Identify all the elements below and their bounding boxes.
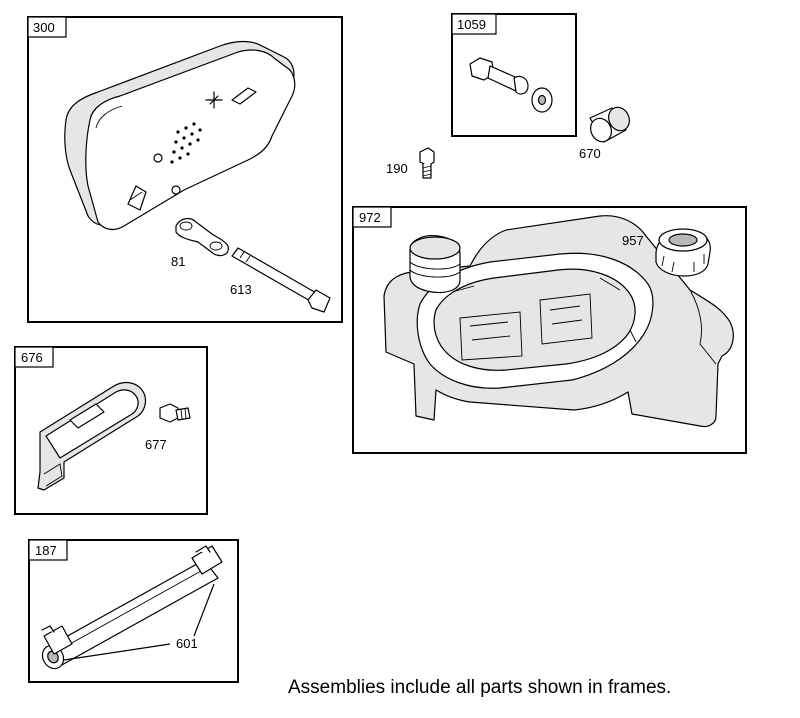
frame-tag-box [352, 206, 392, 228]
callout-190: 190 [386, 161, 408, 176]
frame-spacer-kit: 1059 [451, 13, 577, 137]
frame-tag-box [28, 539, 68, 561]
frame-tag-muffler: 300 [33, 20, 55, 35]
muffler-body [64, 40, 296, 231]
frame-tag-fuel-tank: 972 [359, 210, 381, 225]
hose-clamp-bottom [41, 625, 73, 655]
hose-clamp-top [191, 545, 223, 575]
leader-line [193, 583, 215, 637]
frame-tag-fuel-line: 187 [35, 543, 57, 558]
frame-fuel-line: 187 601 [28, 539, 239, 683]
guard-bracket [37, 381, 147, 491]
fuel-tank-body [383, 215, 734, 428]
callout-957: 957 [622, 233, 644, 248]
frame-fuel-tank: 972 957 [352, 206, 747, 454]
part-677-screw [159, 403, 191, 423]
part-613-stud [231, 247, 331, 313]
part-190-screw [419, 147, 435, 179]
frame-tag-box [14, 346, 54, 368]
fuel-tank-filler-neck [409, 235, 461, 294]
frame-tag-guard: 676 [21, 350, 43, 365]
frame-guard: 676 677 [14, 346, 208, 515]
spacer-washer [531, 87, 553, 113]
muffler-mark-plus [205, 91, 223, 109]
frame-muffler: 300 81 [27, 16, 343, 323]
callout-677: 677 [145, 437, 167, 452]
callout-670: 670 [579, 146, 601, 161]
callout-81: 81 [171, 254, 185, 269]
part-670-bushing [589, 106, 630, 143]
part-81-gasket [175, 217, 229, 257]
fuel-line-hose [41, 559, 219, 670]
callout-601: 601 [176, 636, 198, 651]
frame-tag-box [27, 16, 67, 38]
frame-tag-box [451, 13, 497, 35]
assembly-footnote: Assemblies include all parts shown in fr… [288, 677, 672, 698]
part-957-fuel-cap [655, 228, 711, 277]
spacer-bolt [469, 57, 529, 95]
callout-613: 613 [230, 282, 252, 297]
muffler-mark-arrow [231, 87, 257, 105]
muffler-vent-holes [170, 122, 202, 164]
frame-tag-spacer-kit: 1059 [457, 17, 486, 32]
leader-line [63, 643, 171, 661]
